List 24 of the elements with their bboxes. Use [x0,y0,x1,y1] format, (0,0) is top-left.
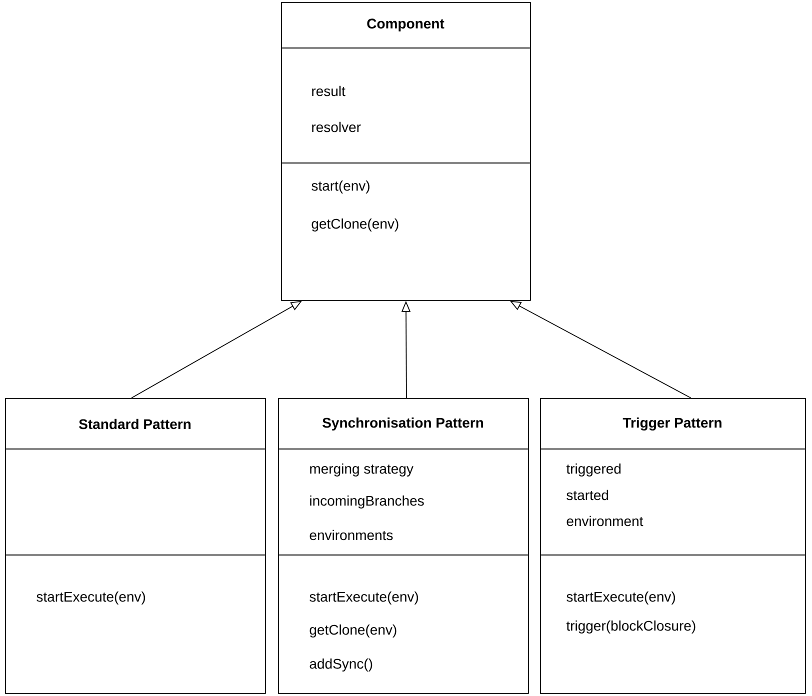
member-text: resolver [312,122,361,132]
member-text: trigger(blockClosure) [566,620,696,634]
member-text: startExecute(env) [566,591,676,605]
member-text: start(env) [312,180,370,194]
member-text: getClone(env) [310,624,396,638]
class-box [278,398,529,694]
member-text: environments [310,530,393,540]
member-text: startExecute(env) [310,591,418,605]
class-name: Component [367,18,444,32]
member-text: merging strategy [310,463,414,477]
member-text: result [312,86,346,96]
member-text: incomingBranches [310,495,424,509]
class-box [540,398,806,694]
member-text: addSync() [310,658,372,672]
class-box [280,2,531,301]
class-name: Trigger Pattern [622,417,722,431]
class-name: Synchronisation Pattern [322,417,484,431]
member-text: started [566,490,608,500]
member-text: startExecute(env) [36,591,146,605]
class-name: Standard Pattern [79,418,191,430]
member-text: environment [566,516,644,526]
member-text: getClone(env) [312,218,398,232]
member-text: triggered [566,463,621,477]
class-box [4,398,266,694]
